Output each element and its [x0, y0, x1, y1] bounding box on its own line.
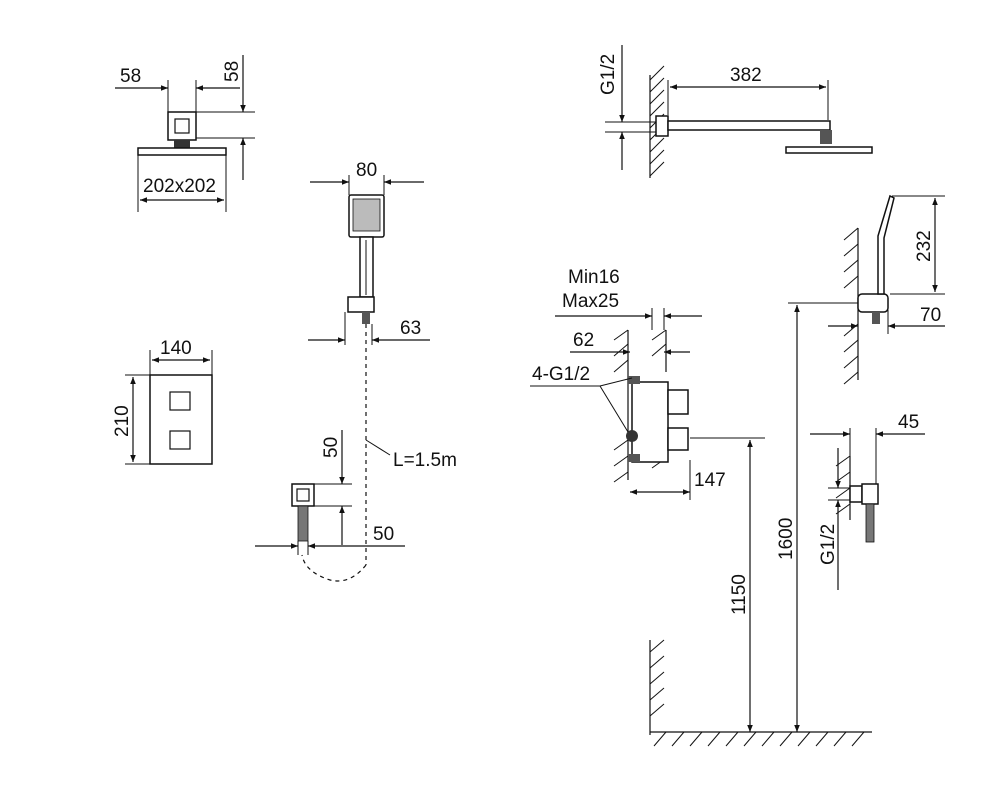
shower-arm-side-view: G1/2 382: [598, 45, 873, 178]
hose-outlet-view: 50 50: [255, 430, 405, 555]
dim-head-plate: 202x202: [143, 176, 216, 197]
dim-outlet-height: 50: [321, 437, 342, 458]
hand-rail-side-view: 232 70 1600: [776, 194, 945, 732]
valve-section-view: Min16 Max25 62 4-G1/2: [530, 267, 765, 732]
arm-length: 382: [730, 65, 762, 86]
dim-plate-height: 210: [112, 405, 133, 437]
hand-shower-view: 80 63 L=1.5m: [301, 160, 457, 582]
valve-depth-max: Max25: [562, 291, 619, 312]
outlet-thread: G1/2: [818, 524, 839, 565]
dim-hand-width: 80: [356, 160, 377, 181]
dim-outlet-width: 50: [373, 524, 394, 545]
valve-height-1150: 1150: [729, 574, 750, 615]
valve-dim-62: 62: [573, 330, 594, 351]
valve-dim-147: 147: [694, 470, 726, 491]
dim-head-width: 58: [120, 66, 141, 87]
dim-hand-holder: 63: [400, 318, 421, 339]
outlet-dim-45: 45: [898, 412, 919, 433]
hose-length: L=1.5m: [393, 450, 457, 471]
mixer-plate-front: 140 210: [112, 338, 213, 465]
rail-height-1600: 1600: [776, 518, 797, 560]
outlet-side-view: 45 G1/2: [810, 412, 925, 590]
valve-ports: 4-G1/2: [532, 364, 590, 385]
rail-dim-70: 70: [920, 305, 941, 326]
dim-plate-width: 140: [160, 338, 192, 359]
shower-head-top-view: 58 58 202x202: [115, 55, 255, 212]
arm-thread: G1/2: [598, 54, 619, 95]
valve-depth-min: Min16: [568, 267, 620, 288]
dim-head-height: 58: [222, 61, 243, 82]
rail-dim-232: 232: [914, 230, 935, 262]
floor-and-wall: [649, 639, 872, 747]
